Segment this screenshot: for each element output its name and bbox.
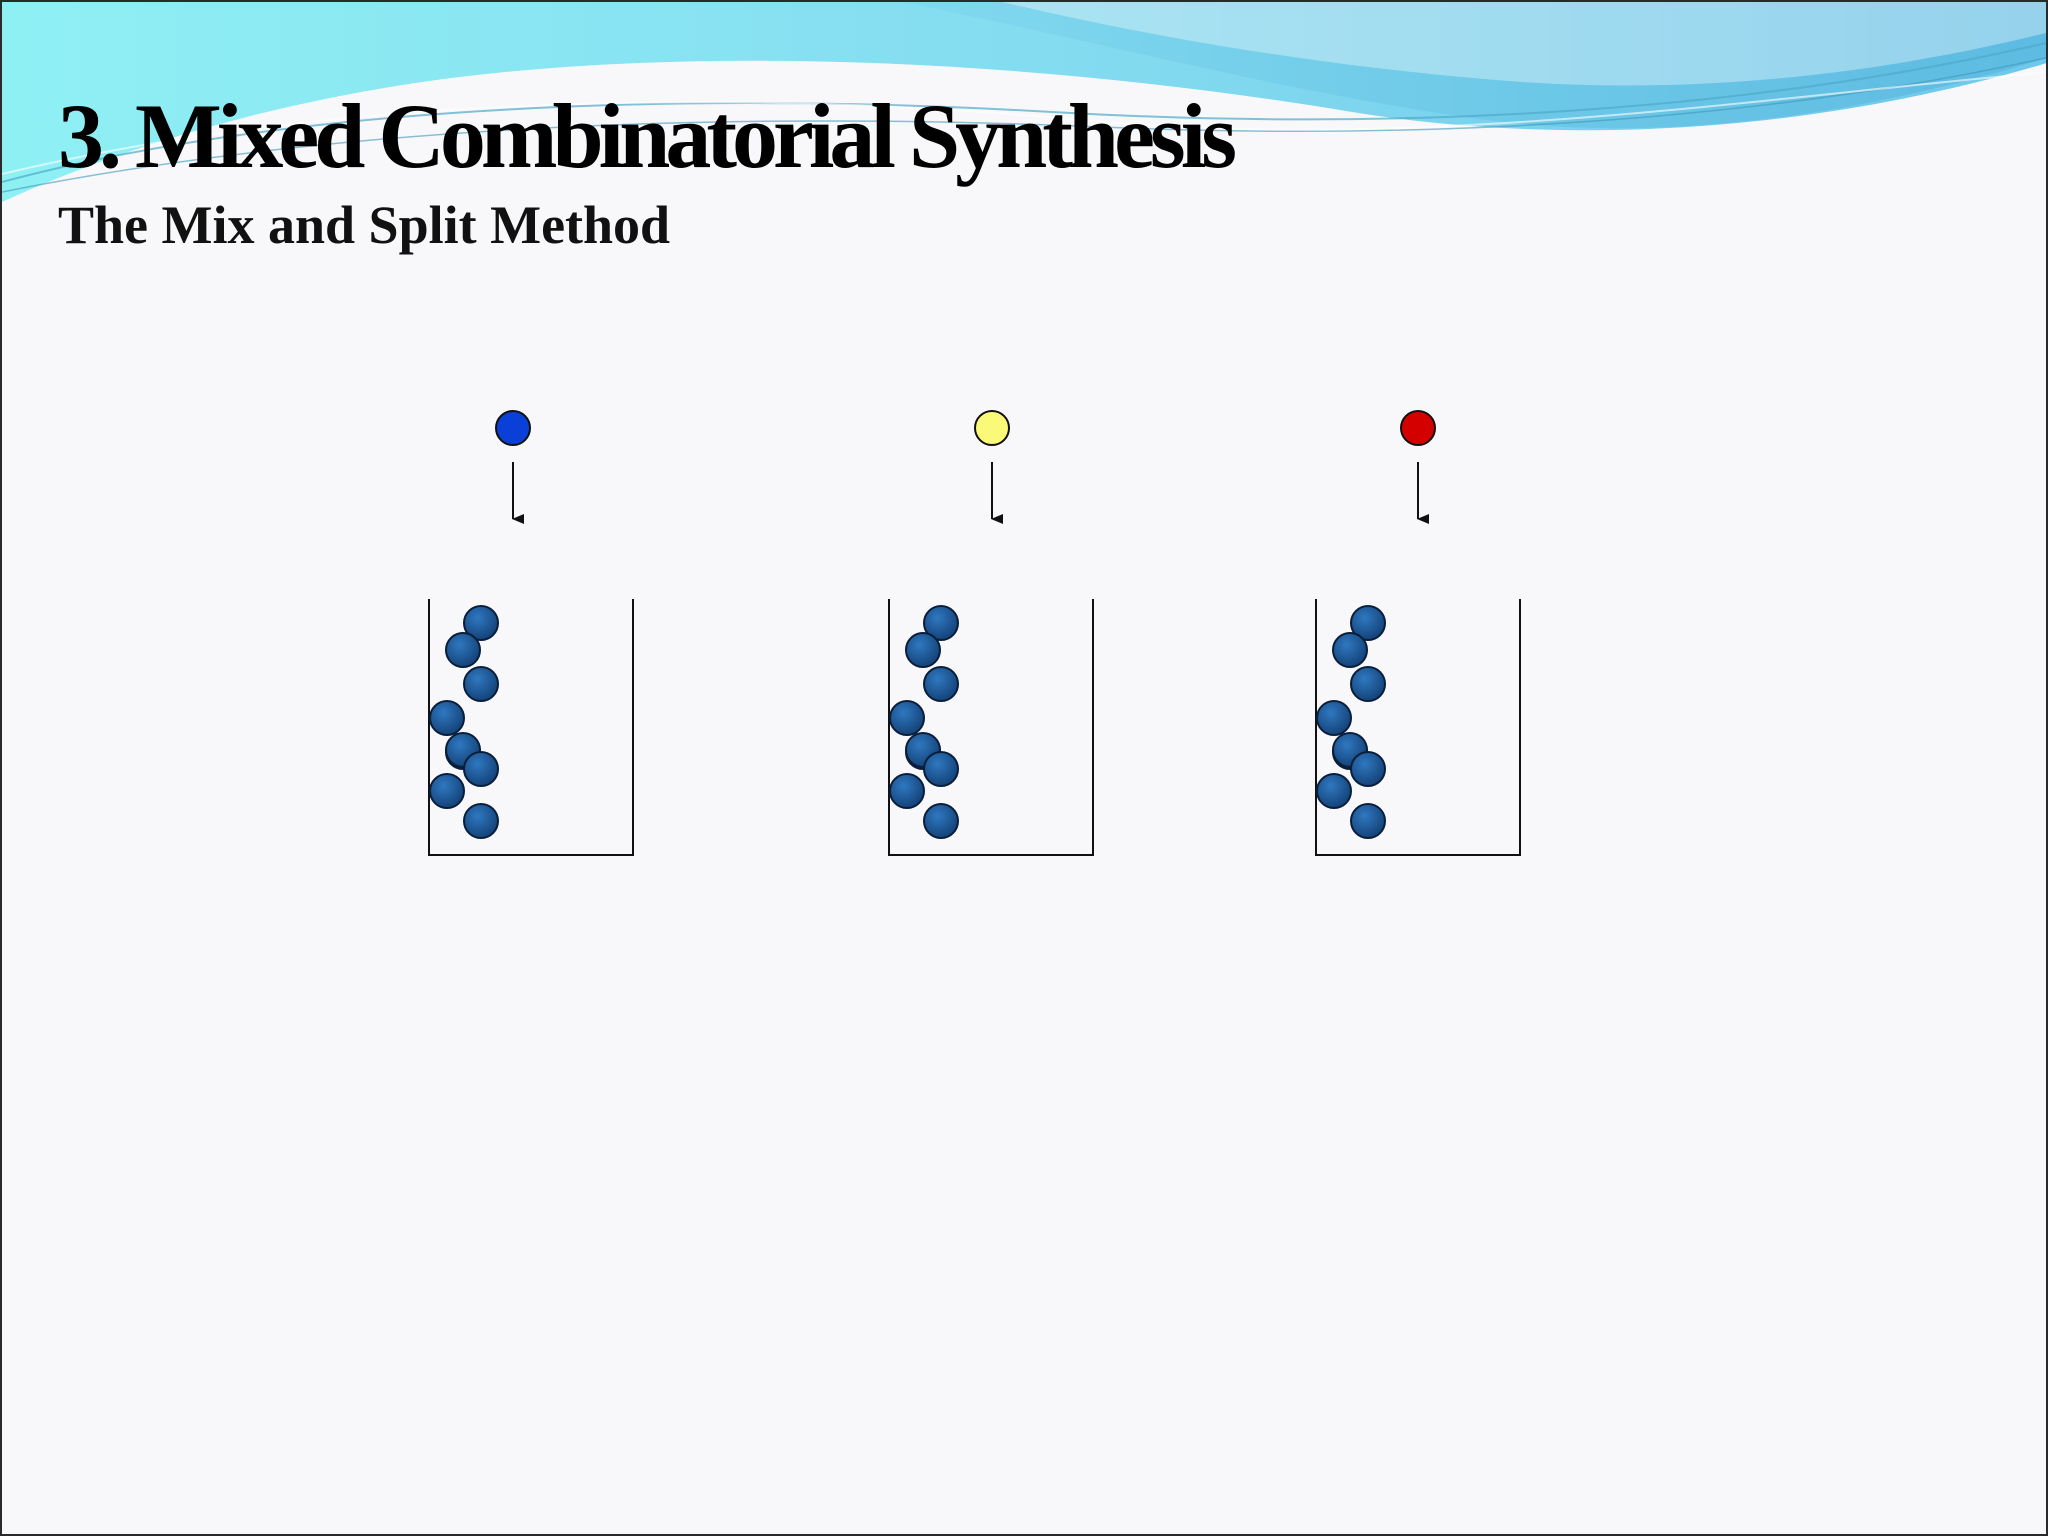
resin-bead [463, 803, 499, 839]
resin-bead [1332, 632, 1368, 668]
container-outline [428, 599, 634, 856]
resin-bead [889, 773, 925, 809]
resin-bead [429, 773, 465, 809]
resin-bead [889, 700, 925, 736]
container-1 [428, 599, 634, 856]
blue-reagent-bead [495, 410, 531, 446]
container-outline [1315, 599, 1521, 856]
resin-bead [923, 605, 959, 641]
resin-bead [463, 666, 499, 702]
container-3 [1315, 599, 1521, 856]
resin-bead [923, 751, 959, 787]
container-2 [888, 599, 1094, 856]
resin-bead [905, 632, 941, 668]
resin-bead [1316, 700, 1352, 736]
resin-bead [923, 666, 959, 702]
resin-bead [1316, 773, 1352, 809]
yellow-reagent-bead [974, 410, 1010, 446]
header-wave-decoration [2, 2, 2046, 202]
page-subtitle: The Mix and Split Method [58, 195, 671, 255]
resin-bead [1350, 666, 1386, 702]
resin-bead [445, 632, 481, 668]
resin-bead [463, 605, 499, 641]
container-outline [888, 599, 1094, 856]
resin-bead [429, 700, 465, 736]
red-reagent-bead [1400, 410, 1436, 446]
resin-bead [463, 751, 499, 787]
resin-bead [1350, 751, 1386, 787]
resin-bead [1350, 803, 1386, 839]
resin-bead [923, 803, 959, 839]
resin-bead [1350, 605, 1386, 641]
page-title: 3. Mixed Combinatorial Synthesis [58, 85, 1237, 187]
